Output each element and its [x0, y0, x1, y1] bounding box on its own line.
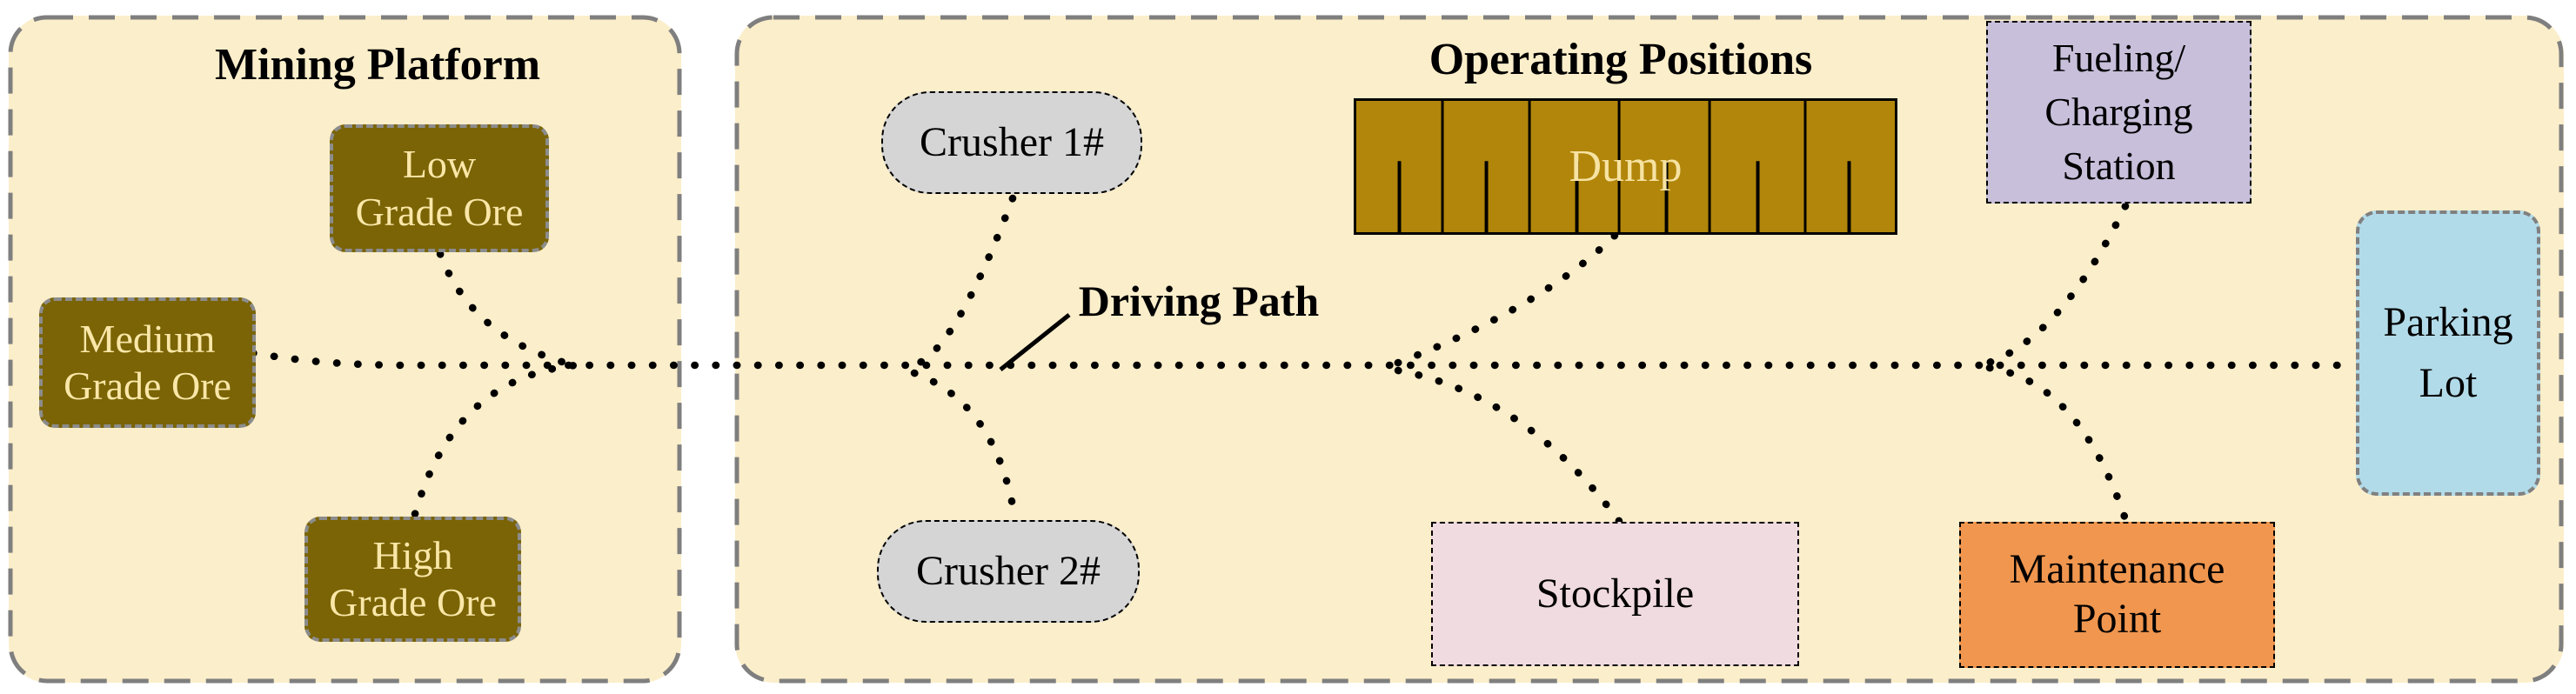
crusher2-label: Crusher 2#: [916, 547, 1101, 594]
high-grade-ore-label-line1: High: [372, 532, 453, 577]
dump-node: Dump: [1354, 98, 1897, 235]
stockpile-label: Stockpile: [1536, 570, 1695, 617]
parking-label-line2: Lot: [2419, 360, 2478, 406]
maintenance-point-node: Maintenance Point: [1959, 522, 2275, 668]
low-grade-ore-label-line2: Grade Ore: [355, 189, 524, 234]
maintenance-label-line1: Maintenance: [2009, 546, 2225, 593]
parking-label-line1: Parking: [2383, 299, 2513, 346]
crusher2-node: Crusher 2#: [877, 520, 1140, 623]
medium-grade-ore-node: Medium Grade Ore: [39, 297, 256, 428]
fueling-label-line1: Fueling/: [2051, 35, 2186, 80]
crusher1-node: Crusher 1#: [881, 91, 1142, 194]
stockpile-node: Stockpile: [1431, 522, 1799, 666]
parking-lot-node: Parking Lot: [2356, 210, 2540, 496]
fueling-label-line3: Station: [2062, 143, 2176, 189]
operating-positions-title: Operating Positions: [1429, 35, 1813, 84]
medium-grade-ore-label-line1: Medium: [79, 316, 216, 361]
low-grade-ore-node: Low Grade Ore: [330, 124, 549, 252]
crusher1-label: Crusher 1#: [920, 118, 1104, 165]
high-grade-ore-node: High Grade Ore: [304, 517, 521, 642]
driving-path-label: Driving Path: [1078, 277, 1320, 325]
mining-platform-title: Mining Platform: [214, 40, 541, 90]
fueling-charging-station-node: Fueling/ Charging Station: [1986, 21, 2251, 204]
dump-label: Dump: [1569, 142, 1683, 191]
fueling-label-line2: Charging: [2044, 89, 2193, 134]
maintenance-label-line2: Point: [2072, 596, 2162, 642]
low-grade-ore-label-line1: Low: [402, 142, 477, 187]
high-grade-ore-label-line2: Grade Ore: [329, 580, 497, 624]
medium-grade-ore-label-line2: Grade Ore: [64, 364, 231, 408]
